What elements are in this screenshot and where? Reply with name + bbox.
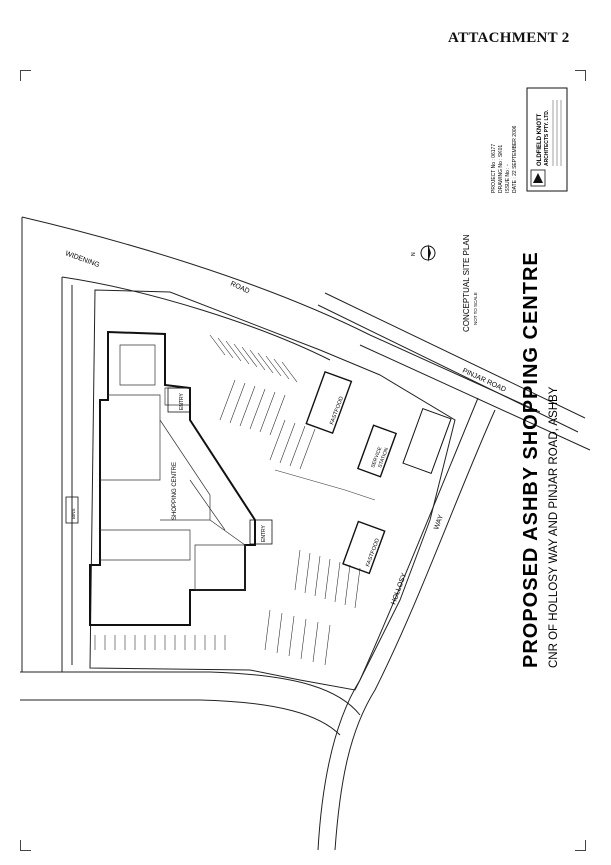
attachment-label: ATTACHMENT 2 — [448, 30, 570, 46]
label-entry-bottom: ENTRY — [261, 524, 267, 542]
fastfood-building-bottom — [342, 520, 386, 575]
label-entry-top: ENTRY — [179, 392, 185, 410]
drawing-title: PROPOSED ASHBY SHOPPING CENTRE — [520, 251, 542, 668]
architect-name-2: ARCHITECTS PTY. LTD. — [544, 109, 550, 166]
drawing-subtitle: CNR OF HOLLOSY WAY AND PINJAR ROAD, ASHB… — [548, 386, 560, 668]
hollosy-way-edge-2 — [317, 397, 479, 851]
hollosy-way-edge-1 — [334, 409, 496, 851]
north-label: N — [411, 252, 417, 256]
pinjar-road-edge-1 — [324, 292, 586, 419]
plan-name: CONCEPTUAL SITE PLAN — [462, 234, 471, 332]
entry-box-top — [167, 387, 191, 413]
crop-mark-bottom-left — [20, 840, 31, 851]
architect-logo-icon — [530, 169, 546, 187]
label-shopping-centre: SHOPPING CENTRE — [172, 462, 178, 520]
label-pinjar-road: PINJAR ROAD — [461, 367, 507, 393]
drawing-date: DATE : 22 SEPTEMBER 2006 — [512, 125, 518, 193]
road-widening-edge-inner — [61, 276, 331, 361]
architect-name-1: OLDFIELD KNOTT — [537, 113, 543, 166]
bottom-road-edge-2 — [20, 699, 341, 736]
pinjar-road-edge-2 — [317, 304, 579, 433]
architect-box — [526, 87, 568, 192]
crop-mark-top-right — [575, 70, 586, 81]
site-boundary — [89, 289, 456, 691]
label-way: WAY — [433, 514, 445, 531]
bottom-road-edge-1 — [20, 671, 361, 716]
crop-mark-top-left — [20, 70, 31, 81]
service-station-canopy — [402, 407, 452, 475]
service-station-building — [356, 424, 398, 478]
fastfood-building-top — [305, 370, 353, 434]
road-widening-edge-outer — [21, 216, 541, 413]
label-widening: WIDENING — [64, 250, 100, 269]
project-number: PROJECT No : 06177 — [491, 144, 497, 193]
drawing-number: DRAWING No : SK01 — [498, 145, 504, 193]
crop-mark-bottom-right — [575, 840, 586, 851]
parking-bays — [94, 334, 376, 666]
pinjar-road-edge-3 — [359, 344, 591, 451]
label-bins: BINS — [71, 508, 76, 519]
bins-box — [65, 496, 79, 524]
issue-number: ISSUE No : - — [505, 164, 511, 193]
architect-address-lines — [552, 100, 562, 166]
entry-box-bottom — [249, 519, 273, 545]
plan-scale: NOT TO SCALE — [473, 292, 478, 325]
north-arrow-icon — [420, 244, 436, 262]
